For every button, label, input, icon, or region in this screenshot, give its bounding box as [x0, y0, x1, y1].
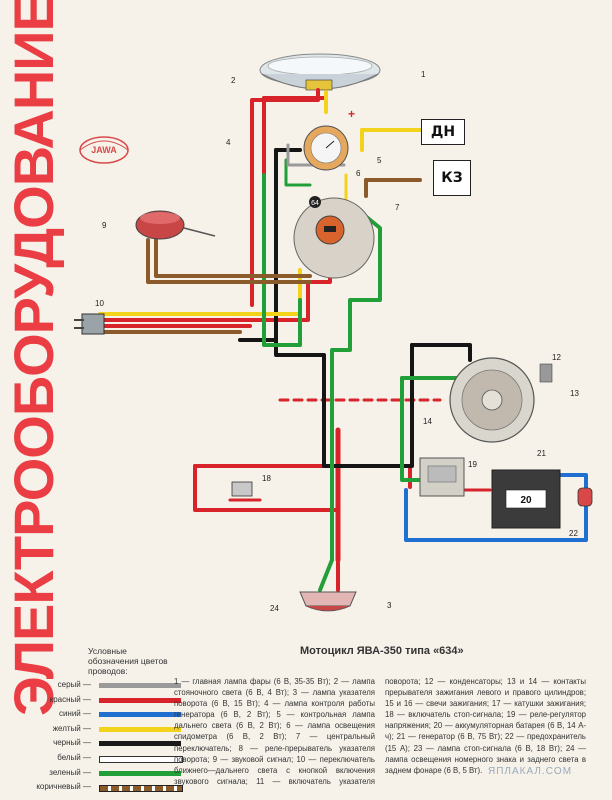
label-6: 6 — [356, 169, 361, 178]
svg-text:+: + — [348, 107, 355, 121]
label-3: 3 — [387, 601, 392, 610]
label-24: 24 — [270, 604, 279, 613]
legend-swatch — [99, 697, 181, 703]
label-9: 9 — [102, 221, 107, 230]
legend-label: черный — — [53, 738, 91, 748]
legend-label: зеленый — — [49, 767, 91, 777]
stop-switch — [231, 481, 253, 497]
central-switch: 64 — [293, 196, 375, 279]
legend-label: желтый — — [52, 723, 91, 733]
label-5: 5 — [377, 156, 382, 165]
wires — [98, 88, 588, 592]
legend-label: синий — — [58, 709, 91, 719]
label-10: 10 — [95, 299, 104, 308]
label-19: 19 — [468, 460, 477, 469]
legend-row: белый — — [35, 753, 185, 765]
legend-label: белый — — [57, 753, 91, 762]
battery: 20 — [491, 469, 561, 529]
legend-label: коричневый — — [36, 782, 91, 792]
fuse — [577, 487, 593, 507]
label-1: 1 — [421, 70, 426, 79]
svg-text:64: 64 — [311, 200, 319, 207]
label-14: 14 — [423, 417, 432, 426]
jawa-logo: JAWA — [79, 136, 129, 164]
legend-row: черный — — [35, 738, 185, 750]
component-labels: 1 2 3 4 5 6 7 9 10 12 13 14 18 19 21 22 … — [95, 70, 579, 613]
headlamp — [259, 53, 381, 91]
diagram-caption: Мотоцикл ЯВА-350 типа «634» — [300, 645, 464, 657]
label-12: 12 — [552, 353, 561, 362]
legend-row: зеленый — — [35, 768, 185, 780]
svg-text:20: 20 — [520, 495, 532, 506]
legend-row: желтый — — [35, 724, 185, 736]
legend-heading: Условные обозначения цветов проводов: — [88, 646, 168, 676]
label-21: 21 — [537, 449, 546, 458]
speedometer-gauge: + — [303, 107, 355, 171]
label-7: 7 — [395, 203, 400, 212]
component-key-text: 1 — главная лампа фары (6 В, 35-35 Вт); … — [174, 677, 586, 786]
legend-label: серый — — [57, 680, 91, 689]
voltage-regulator — [419, 457, 465, 497]
legend-swatch — [99, 741, 181, 747]
box-dn: ДН — [421, 119, 465, 145]
legend-swatch — [99, 756, 183, 763]
legend-row: серый — — [35, 680, 185, 692]
logo-text: JAWA — [91, 145, 117, 155]
legend-swatch — [99, 770, 181, 776]
legend-swatch — [99, 785, 183, 793]
legend-swatch — [99, 683, 181, 688]
handlebar-switch — [74, 313, 105, 335]
label-2: 2 — [231, 76, 236, 85]
label-18: 18 — [262, 474, 271, 483]
horn — [135, 210, 216, 240]
generator — [449, 357, 553, 443]
label-22: 22 — [569, 529, 578, 538]
label-13: 13 — [570, 389, 579, 398]
legend-row: коричневый — — [35, 782, 185, 794]
label-4: 4 — [226, 138, 231, 147]
legend-row: красный — — [35, 695, 185, 707]
legend-row: синий — — [35, 709, 185, 721]
legend-swatch — [99, 712, 181, 718]
box-kz: КЗ — [433, 160, 471, 196]
tail-lamp — [299, 591, 357, 612]
legend-swatch — [99, 726, 181, 732]
watermark: ЯПЛАКАЛ.COM — [488, 766, 573, 777]
legend-label: красный — — [49, 694, 91, 704]
